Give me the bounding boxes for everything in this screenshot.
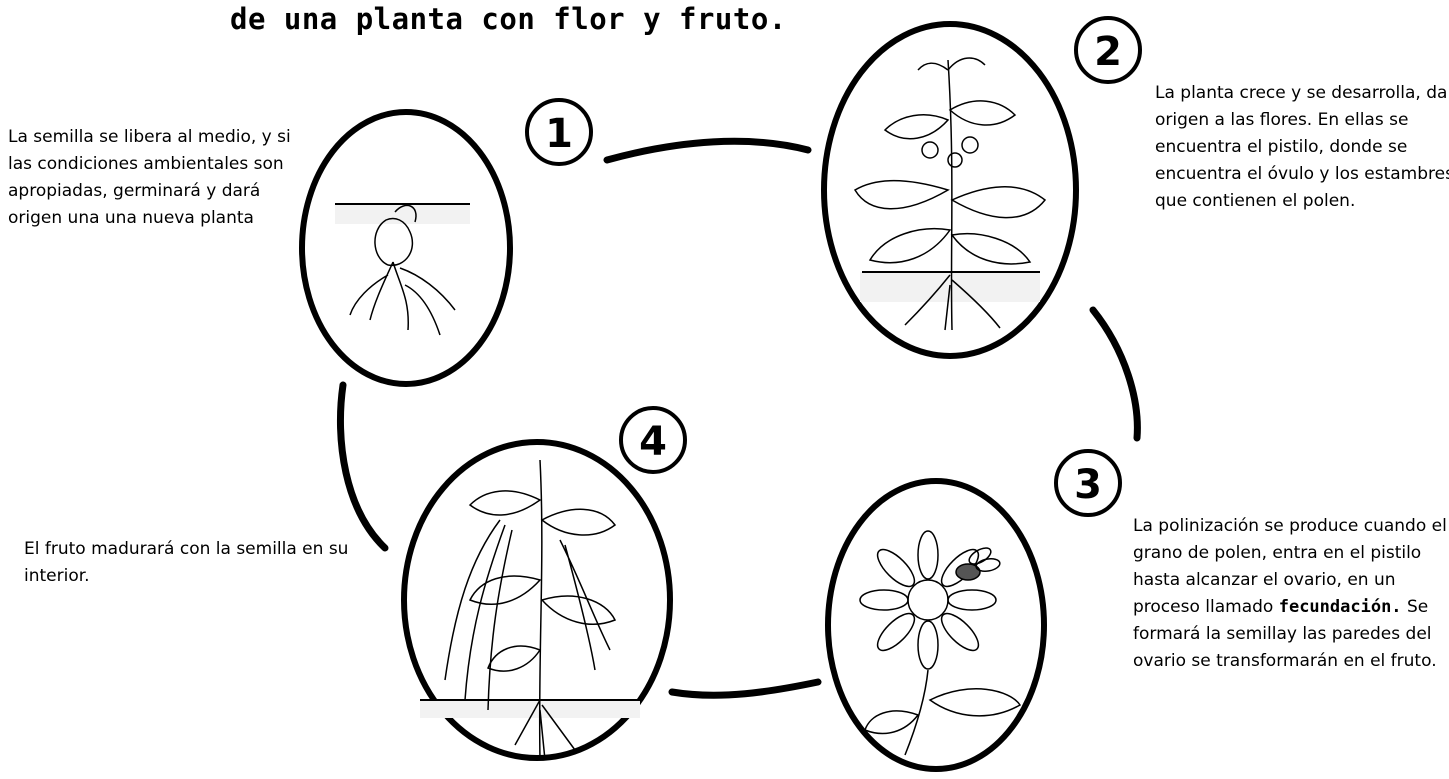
stage-1-number: 1	[545, 111, 573, 157]
stage-3: 3	[828, 451, 1120, 769]
stage-1: 1	[302, 100, 591, 384]
stage-4-number: 4	[639, 419, 667, 465]
stage-2-number: 2	[1094, 29, 1122, 75]
germinating-seed-icon	[335, 204, 470, 335]
cycle-connectors	[340, 141, 1137, 695]
connector-4-1	[340, 385, 385, 548]
connector-2-3	[1093, 310, 1137, 438]
stage-3-number: 3	[1074, 462, 1102, 508]
stage-4: 4	[404, 408, 685, 760]
flower-with-bee-icon	[860, 531, 1020, 755]
stage-2: 2	[824, 18, 1140, 356]
stage-1-frame	[302, 112, 510, 384]
stage-2-frame	[824, 24, 1076, 356]
stage-3-frame	[828, 481, 1044, 769]
connector-3-4	[672, 682, 818, 695]
connector-1-2	[607, 141, 808, 160]
flowering-plant-icon	[855, 58, 1045, 330]
fruiting-plant-icon	[420, 460, 640, 760]
